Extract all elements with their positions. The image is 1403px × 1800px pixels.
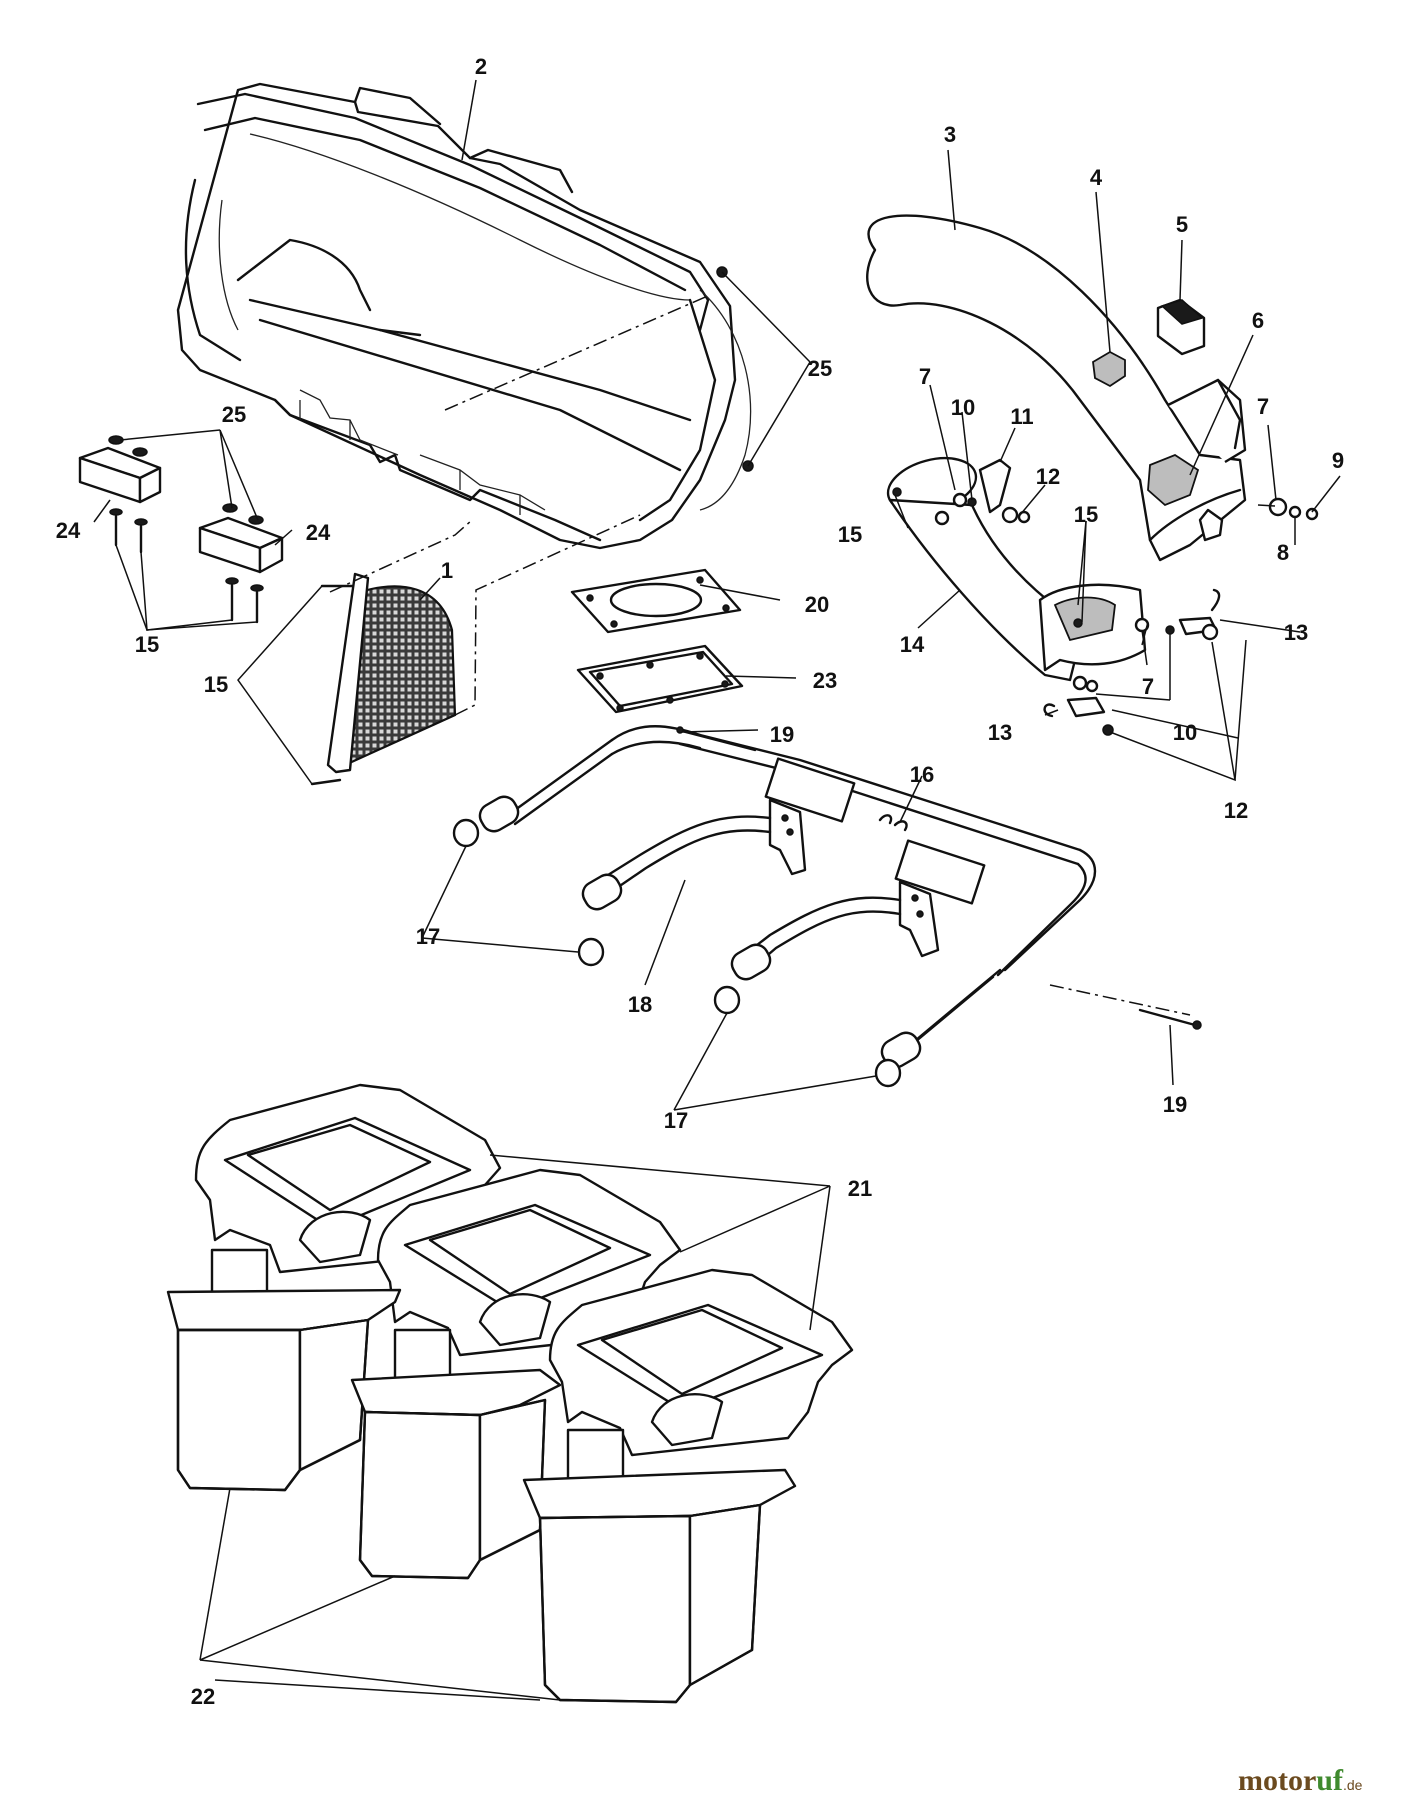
hardware-cluster bbox=[952, 458, 1319, 736]
callout-15-chute: 15 bbox=[1074, 502, 1098, 527]
callout-24-right: 24 bbox=[306, 520, 331, 545]
callout-23: 23 bbox=[813, 668, 837, 693]
callout-15-lower-chute: 15 bbox=[838, 522, 862, 547]
callout-8: 8 bbox=[1277, 540, 1289, 565]
bag-bin-22-right bbox=[522, 1468, 797, 1704]
mesh-screen bbox=[310, 572, 457, 786]
callout-17-top: 17 bbox=[416, 924, 440, 949]
callout-16: 16 bbox=[910, 762, 934, 787]
watermark-suffix: .de bbox=[1343, 1777, 1363, 1793]
callout-7-left: 7 bbox=[919, 364, 931, 389]
gasket-20 bbox=[570, 568, 742, 634]
callout-1: 1 bbox=[441, 558, 453, 583]
callout-7-right: 7 bbox=[1257, 394, 1269, 419]
callout-24-left: 24 bbox=[56, 518, 81, 543]
lower-chute-14 bbox=[886, 456, 1147, 682]
bag-frame bbox=[452, 725, 1202, 1088]
callout-10-bottom: 10 bbox=[1173, 720, 1197, 745]
frame-23 bbox=[576, 644, 744, 714]
watermark-brand-part1: motor bbox=[1238, 1764, 1316, 1797]
part-5-latch bbox=[1156, 298, 1206, 356]
callout-12-top: 12 bbox=[1036, 464, 1060, 489]
callout-10-top: 10 bbox=[951, 395, 975, 420]
bracket-24-right bbox=[198, 503, 284, 624]
callout-15-screen: 15 bbox=[204, 672, 228, 697]
assembly-lines bbox=[329, 294, 1191, 1016]
callout-18: 18 bbox=[628, 992, 652, 1017]
callout-20: 20 bbox=[805, 592, 829, 617]
motoruf-watermark: motoruf.de bbox=[1238, 1764, 1363, 1797]
callout-6: 6 bbox=[1252, 308, 1264, 333]
callout-14: 14 bbox=[900, 632, 925, 657]
callout-4: 4 bbox=[1090, 165, 1103, 190]
callout-19-top: 19 bbox=[770, 722, 794, 747]
callout-21: 21 bbox=[848, 1176, 872, 1201]
callout-9: 9 bbox=[1332, 448, 1344, 473]
callout-7-bottom: 7 bbox=[1142, 674, 1154, 699]
part-6-spring-bracket bbox=[1147, 453, 1200, 507]
bag-bin-22-middle bbox=[350, 1368, 562, 1580]
bracket-24-left bbox=[78, 435, 162, 554]
callout-17-bottom: 17 bbox=[664, 1108, 688, 1133]
callout-12-bottom: 12 bbox=[1224, 798, 1248, 823]
callout-22: 22 bbox=[191, 1684, 215, 1709]
callout-13-right: 13 bbox=[1284, 620, 1308, 645]
callout-labels: 2 3 4 5 6 25 25 24 24 15 1 15 20 23 7 10… bbox=[56, 54, 1344, 1709]
callout-3: 3 bbox=[944, 122, 956, 147]
callout-19-bottom: 19 bbox=[1163, 1092, 1187, 1117]
callout-13-left: 13 bbox=[988, 720, 1012, 745]
bag-bin-22-left bbox=[166, 1288, 402, 1492]
bag-top-hood bbox=[176, 82, 754, 550]
callout-15-left: 15 bbox=[135, 632, 159, 657]
callout-2: 2 bbox=[475, 54, 487, 79]
bag-top-21-right bbox=[548, 1268, 854, 1484]
leader-lines bbox=[93, 79, 1341, 1701]
watermark-brand-part2: uf bbox=[1316, 1764, 1344, 1797]
callout-25-top: 25 bbox=[808, 356, 832, 381]
callout-11: 11 bbox=[1010, 404, 1033, 429]
svg-text:motoruf.de: motoruf.de bbox=[1238, 1764, 1363, 1797]
callout-25-left: 25 bbox=[222, 402, 246, 427]
callout-5: 5 bbox=[1176, 212, 1188, 237]
